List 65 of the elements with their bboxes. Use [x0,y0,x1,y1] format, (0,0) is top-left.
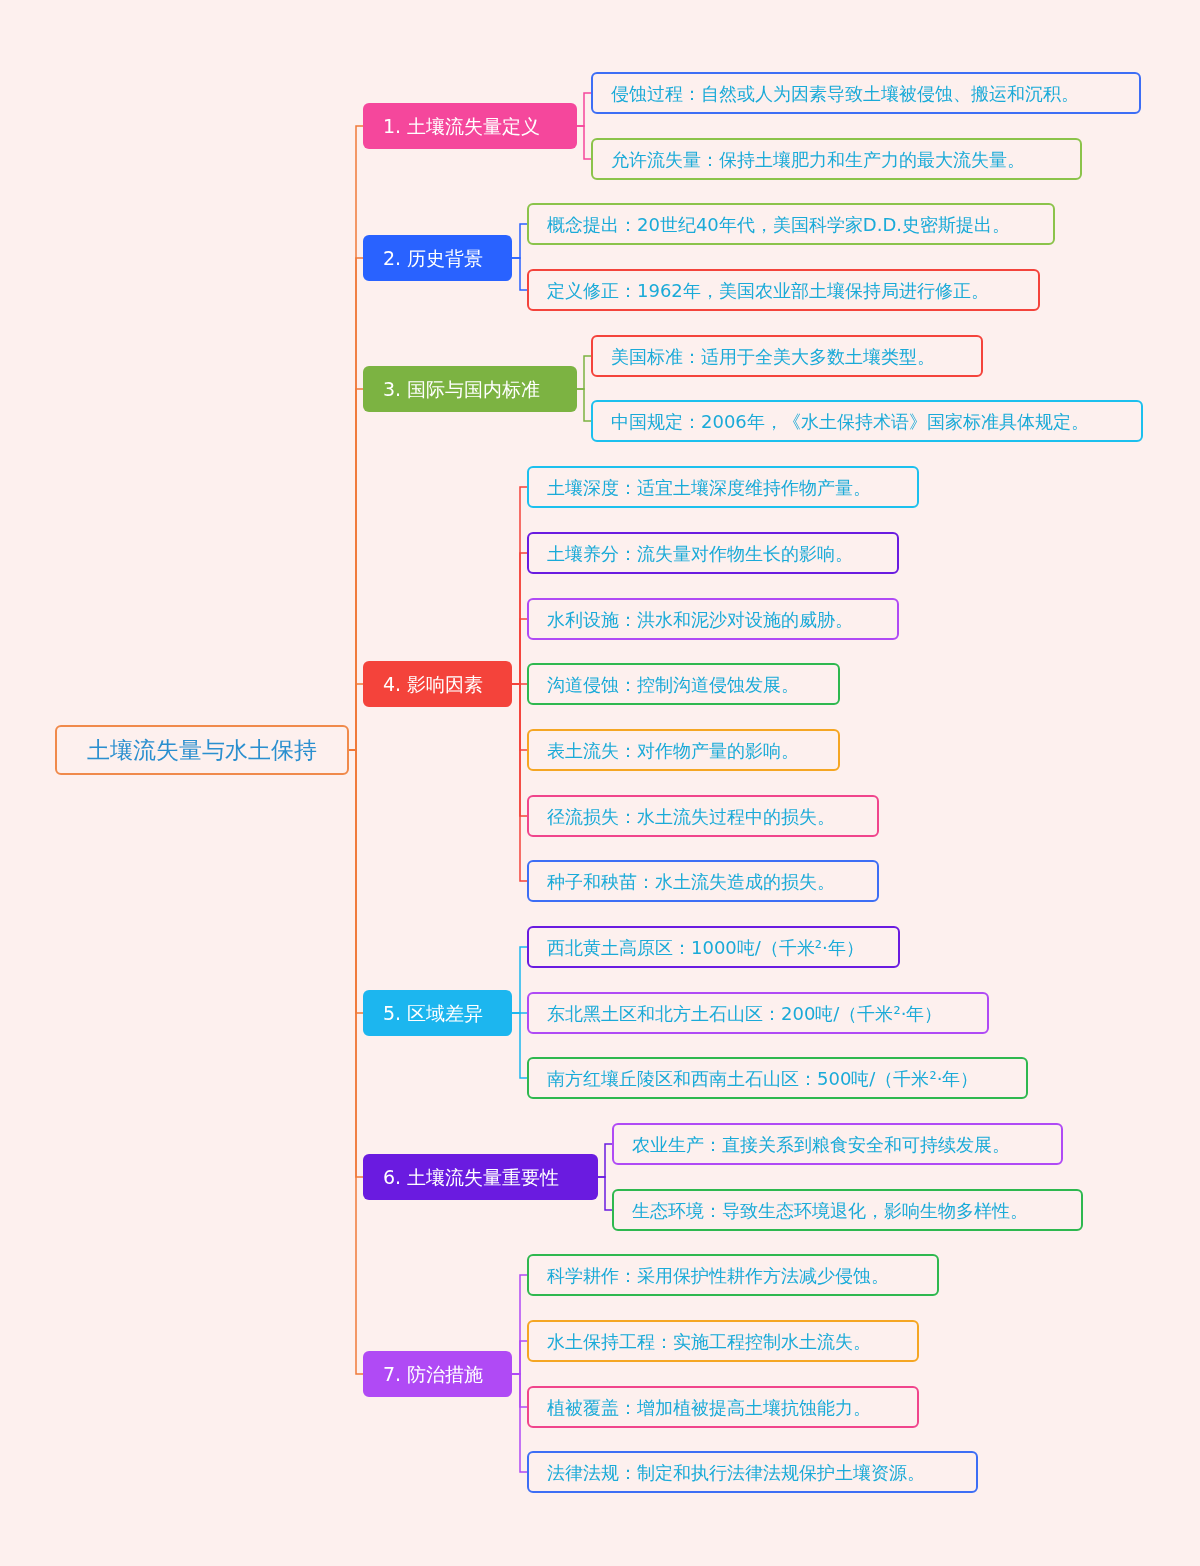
topic-text: 土壤深度：适宜土壤深度维持作物产量。 [547,475,871,500]
topic-text: 土壤养分：流失量对作物生长的影响。 [547,541,853,566]
subtopic-box [527,598,899,640]
topic-text: 美国标准：适用于全美大多数土壤类型。 [611,344,935,369]
branch-topic-box [363,235,512,281]
subtopic-box [527,1451,978,1493]
topic-text: 2. 历史背景 [383,245,484,271]
subtopic-box [527,466,919,508]
subtopic-box [527,532,899,574]
topic-text: 土壤流失量与水土保持 [87,735,317,765]
topic-text: 径流损失：水土流失过程中的损失。 [547,804,835,829]
branch-topic-box [363,1154,598,1200]
topic-text: 表土流失：对作物产量的影响。 [547,738,799,763]
subtopic-box [591,72,1141,114]
connector-line [576,388,592,422]
subtopic-box [591,138,1082,180]
connector-line [576,125,592,160]
topic-text: 沟道侵蚀：控制沟道侵蚀发展。 [547,672,799,697]
subtopic-box [591,335,983,377]
topic-text: 6. 土壤流失量重要性 [383,1164,560,1190]
topic-text: 7. 防治措施 [383,1361,484,1387]
subtopic-box [527,795,879,837]
topic-text: 法律法规：制定和执行法律法规保护土壤资源。 [547,1460,925,1485]
branch-topic-box [363,990,512,1036]
topic-text: 东北黑土区和北方土石山区：200吨/（千米²·年） [547,1001,943,1026]
subtopic-box [527,1057,1028,1099]
subtopic-box [527,1386,919,1428]
topic-text: 南方红壤丘陵区和西南土石山区：500吨/（千米²·年） [547,1066,979,1091]
topic-text: 西北黄土高原区：1000吨/（千米²·年） [547,935,864,960]
subtopic-box [527,860,879,902]
branch-topic-box [363,103,577,149]
topic-text: 植被覆盖：增加植被提高土壤抗蚀能力。 [547,1395,871,1420]
branch-topic-box [363,1351,512,1397]
topic-text: 允许流失量：保持土壤肥力和生产力的最大流失量。 [611,147,1025,172]
connector-line [511,257,528,291]
topic-text: 侵蚀过程：自然或人为因素导致土壤被侵蚀、搬运和沉积。 [611,81,1079,106]
branch-topic-box [363,366,577,412]
topic-text: 4. 影响因素 [383,671,484,697]
topic-text: 5. 区域差异 [383,1000,484,1026]
topic-text: 水土保持工程：实施工程控制水土流失。 [547,1329,871,1354]
subtopic-box [527,1320,919,1362]
subtopic-box [527,203,1055,245]
connector-line [511,1012,528,1079]
topic-text: 生态环境：导致生态环境退化，影响生物多样性。 [632,1198,1028,1223]
subtopic-box [527,729,840,771]
topic-text: 中国规定：2006年，《水土保持术语》国家标准具体规定。 [611,409,1089,434]
topic-text: 水利设施：洪水和泥沙对设施的威胁。 [547,607,853,632]
topic-text: 定义修正：1962年，美国农业部土壤保持局进行修正。 [547,278,989,303]
subtopic-box [527,926,900,968]
root-topic-box [55,725,349,775]
connector-line [597,1176,613,1211]
topic-text: 1. 土壤流失量定义 [383,113,541,139]
subtopic-box [527,663,840,705]
branch-topic-box [363,661,512,707]
subtopic-box [612,1189,1083,1231]
topic-text: 农业生产：直接关系到粮食安全和可持续发展。 [632,1132,1010,1157]
subtopic-box [612,1123,1063,1165]
topic-text: 科学耕作：采用保护性耕作方法减少侵蚀。 [547,1263,889,1288]
subtopic-box [527,269,1040,311]
subtopic-box [527,992,989,1034]
topic-text: 3. 国际与国内标准 [383,376,541,402]
subtopic-box [591,400,1143,442]
topic-text: 概念提出：20世纪40年代，美国科学家D.D.史密斯提出。 [547,212,1010,237]
subtopic-box [527,1254,939,1296]
topic-text: 种子和秧苗：水土流失造成的损失。 [547,869,835,894]
